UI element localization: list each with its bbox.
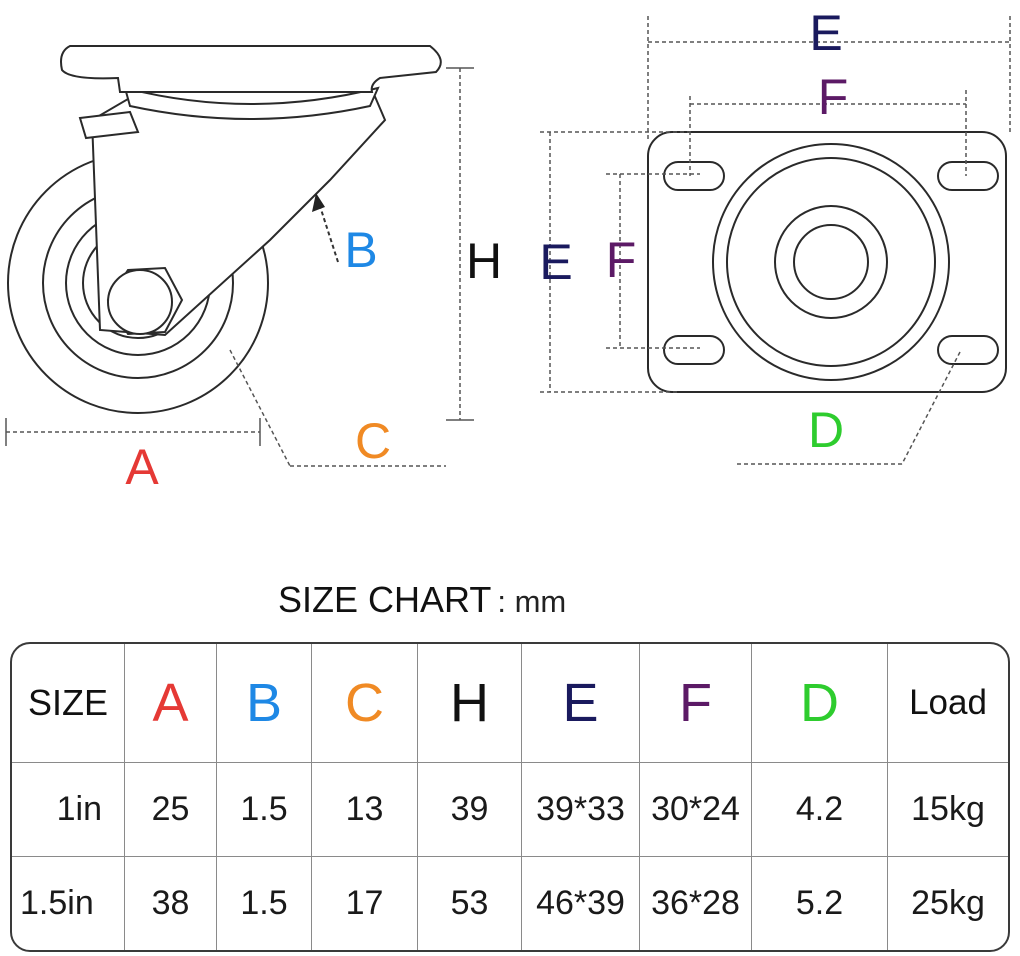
cell-size: 1.5in <box>12 857 125 950</box>
dimension-b-arrowhead <box>312 193 325 212</box>
dimension-c-leader <box>229 349 446 467</box>
header-load: Load <box>888 644 1008 763</box>
cell-h: 53 <box>418 857 522 950</box>
cell-a: 38 <box>125 857 217 950</box>
table-row: 1.5in 38 1.5 17 53 46*39 36*28 5.2 25kg <box>12 857 1008 950</box>
cell-h: 39 <box>418 763 522 857</box>
cell-e: 39*33 <box>522 763 640 857</box>
header-h: H <box>418 644 522 763</box>
cell-f: 30*24 <box>640 763 752 857</box>
dimension-d-leader <box>736 351 961 465</box>
cell-c: 17 <box>312 857 418 950</box>
label-c: C <box>354 413 392 469</box>
dimension-a-lines <box>5 418 261 446</box>
plate-ring-hub <box>774 205 888 319</box>
table-row: 1in 25 1.5 13 39 39*33 30*24 4.2 15kg <box>12 763 1008 857</box>
cell-b: 1.5 <box>217 763 312 857</box>
header-e: E <box>522 644 640 763</box>
caster-side-view <box>7 45 442 414</box>
mount-slot-bottom-right <box>937 335 999 365</box>
mount-slot-top-right <box>937 161 999 191</box>
label-e-top: E <box>809 5 843 61</box>
size-chart-table: SIZE A B C H E F D Load 1in 25 1.5 13 39… <box>10 642 1010 952</box>
header-c: C <box>312 644 418 763</box>
header-a: A <box>125 644 217 763</box>
label-a: A <box>125 439 159 495</box>
cell-b: 1.5 <box>217 857 312 950</box>
cell-e: 46*39 <box>522 857 640 950</box>
header-f: F <box>640 644 752 763</box>
table-header-row: SIZE A B C H E F D Load <box>12 644 1008 763</box>
dimension-ef-lines <box>540 16 1011 393</box>
dimension-h-lines <box>446 67 474 421</box>
label-d: D <box>807 402 845 458</box>
header-size: SIZE <box>12 644 125 763</box>
cell-d: 5.2 <box>752 857 888 950</box>
label-h: H <box>465 233 503 289</box>
plate-ring-outer <box>712 143 950 381</box>
top-plate <box>60 45 442 93</box>
mount-slot-bottom-left <box>663 335 725 365</box>
mounting-plate <box>647 131 1007 393</box>
cell-load: 25kg <box>911 884 985 922</box>
cell-d: 4.2 <box>752 763 888 857</box>
axle-bolt <box>107 269 173 335</box>
size-chart-title-main: SIZE CHART <box>278 579 492 620</box>
plate-ring-mid <box>726 157 936 367</box>
fork-step <box>78 110 140 140</box>
label-b: B <box>344 222 378 278</box>
plate-ring-center <box>793 224 869 300</box>
mount-slot-top-left <box>663 161 725 191</box>
cell-f: 36*28 <box>640 857 752 950</box>
cell-load: 15kg <box>888 763 1008 857</box>
size-chart-title: SIZE CHART: mm <box>278 578 566 622</box>
cell-size: 1in <box>12 763 125 857</box>
caster-dimension-diagram <box>5 16 1011 467</box>
header-b: B <box>217 644 312 763</box>
size-chart-unit: : mm <box>497 584 567 619</box>
cell-c: 13 <box>312 763 418 857</box>
swivel-disk <box>123 86 380 120</box>
header-d: D <box>752 644 888 763</box>
label-f-side: F <box>605 232 637 288</box>
plate-top-view <box>647 131 1007 393</box>
label-f-top: F <box>817 69 849 125</box>
dimension-b-leader <box>317 199 339 263</box>
cell-a: 25 <box>125 763 217 857</box>
label-e-side: E <box>539 234 573 290</box>
